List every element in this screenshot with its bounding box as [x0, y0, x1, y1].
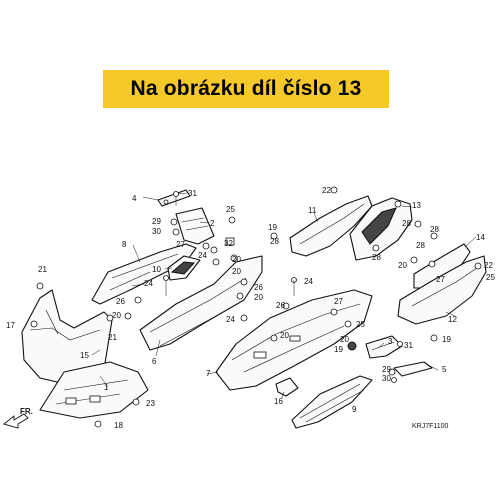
callout-20-f: 20 [340, 335, 349, 344]
callout-22-b: 22 [484, 261, 493, 270]
part-2-bracket [175, 207, 215, 245]
callout-20-e: 20 [280, 331, 289, 340]
callout-23: 23 [146, 399, 155, 408]
fastener-group [30, 186, 482, 428]
diagram-code: KRJ7F1100 [412, 423, 449, 430]
callout-21-b: 21 [108, 333, 117, 342]
callout-14: 14 [476, 233, 485, 242]
part-16-clip [275, 377, 299, 397]
callout-31-top: 31 [188, 189, 197, 198]
callout-27-b: 27 [334, 297, 343, 306]
callout-25-c: 25 [486, 273, 495, 282]
callout-26-b: 26 [116, 297, 125, 306]
part-8-side-cover [91, 243, 197, 305]
callout-21-a: 21 [38, 265, 47, 274]
highlight-banner: Na obrázku díl číslo 13 [103, 70, 389, 108]
callout-28-a: 28 [270, 237, 279, 246]
banner-text: Na obrázku díl číslo 13 [130, 77, 362, 100]
callout-6: 6 [152, 357, 157, 366]
front-direction-arrow: FR. [3, 407, 33, 429]
callout-24-b: 24 [144, 279, 153, 288]
callout-20-b: 20 [232, 267, 241, 276]
callout-28-e: 28 [416, 241, 425, 250]
callout-16: 16 [274, 397, 283, 406]
part-12-rear-lower-cover [397, 255, 487, 325]
callout-31-b: 31 [404, 341, 413, 350]
callout-10: 10 [152, 265, 161, 274]
callout-3: 3 [388, 337, 393, 346]
callout-25-b: 25 [356, 320, 365, 329]
leader-lines [91, 192, 477, 403]
callout-32: 32 [224, 239, 233, 248]
direction-label: FR. [20, 407, 33, 416]
part-14-rear-cover [413, 243, 471, 289]
callout-17: 17 [6, 321, 15, 330]
callout-5: 5 [442, 365, 447, 374]
callout-30-b: 30 [382, 374, 391, 383]
part-6-floor-frame [139, 255, 263, 351]
callout-2: 2 [210, 219, 215, 228]
callout-27-c: 27 [436, 275, 445, 284]
callout-20-c: 20 [254, 293, 263, 302]
callout-26-a: 26 [254, 283, 263, 292]
part-9-step-plate [291, 375, 373, 429]
callout-13: 13 [412, 201, 421, 210]
callout-29-b: 29 [382, 365, 391, 374]
callout-7: 7 [206, 369, 211, 378]
callout-8: 8 [122, 240, 127, 249]
callout-22-a: 22 [322, 186, 331, 195]
callout-20-g: 20 [398, 261, 407, 270]
callout-28-b: 28 [402, 219, 411, 228]
callout-19-a: 19 [268, 223, 277, 232]
callout-24-c: 24 [226, 315, 235, 324]
callout-24-a: 24 [198, 251, 207, 260]
callout-labels: 4 31 29 30 2 25 8 27 32 24 20 10 20 24 2… [6, 186, 495, 430]
callout-30-top: 30 [152, 227, 161, 236]
callout-15: 15 [80, 351, 89, 360]
callout-12: 12 [448, 315, 457, 324]
callout-24-d: 24 [304, 277, 313, 286]
callout-29-top: 29 [152, 217, 161, 226]
callout-28-d: 28 [372, 253, 381, 262]
callout-20-d: 20 [112, 311, 121, 320]
part-5-step [393, 361, 433, 377]
part-3-bracket [365, 335, 403, 359]
callout-28-c: 28 [430, 225, 439, 234]
callout-4: 4 [132, 194, 137, 203]
callout-25-top: 25 [226, 205, 235, 214]
callout-27-a: 27 [176, 240, 185, 249]
callout-11: 11 [308, 206, 317, 215]
callout-18: 18 [114, 421, 123, 430]
callout-19-b: 19 [442, 335, 451, 344]
callout-20-a: 20 [232, 255, 241, 264]
callout-19-c: 19 [334, 345, 343, 354]
callout-26-c: 26 [276, 301, 285, 310]
callout-1: 1 [104, 383, 109, 392]
callout-9: 9 [352, 405, 357, 414]
